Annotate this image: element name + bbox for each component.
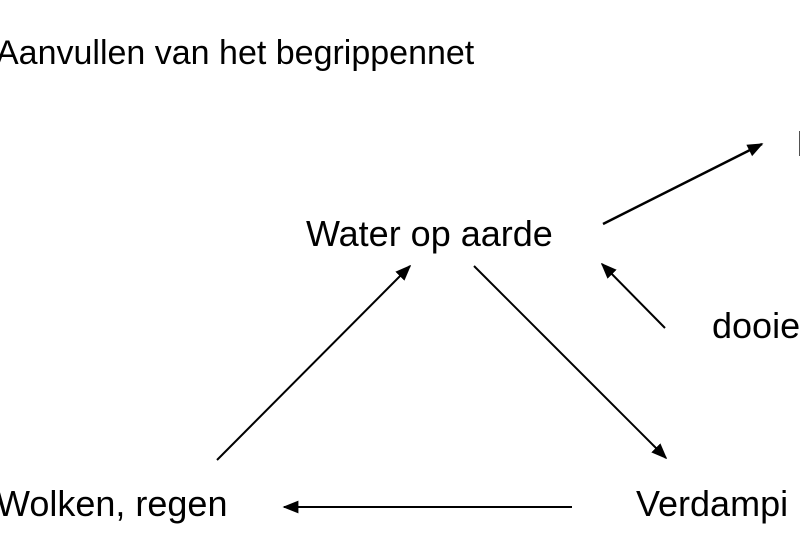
arrow-water-to-verdamping [473, 265, 668, 460]
arrow-water-to-top-right [602, 142, 764, 226]
node-water-op-aarde: Water op aarde [306, 213, 553, 254]
diagram-title: Aanvullen van het begrippennet [0, 34, 475, 72]
node-dooien: dooie [712, 305, 800, 346]
node-verdamping: Verdampi [636, 483, 789, 524]
node-wolken-regen: Wolken, regen [0, 483, 228, 524]
node-top-right: I [796, 126, 800, 162]
arrow-wolken-to-water [216, 264, 412, 461]
arrow-dooien-to-water [600, 262, 666, 329]
